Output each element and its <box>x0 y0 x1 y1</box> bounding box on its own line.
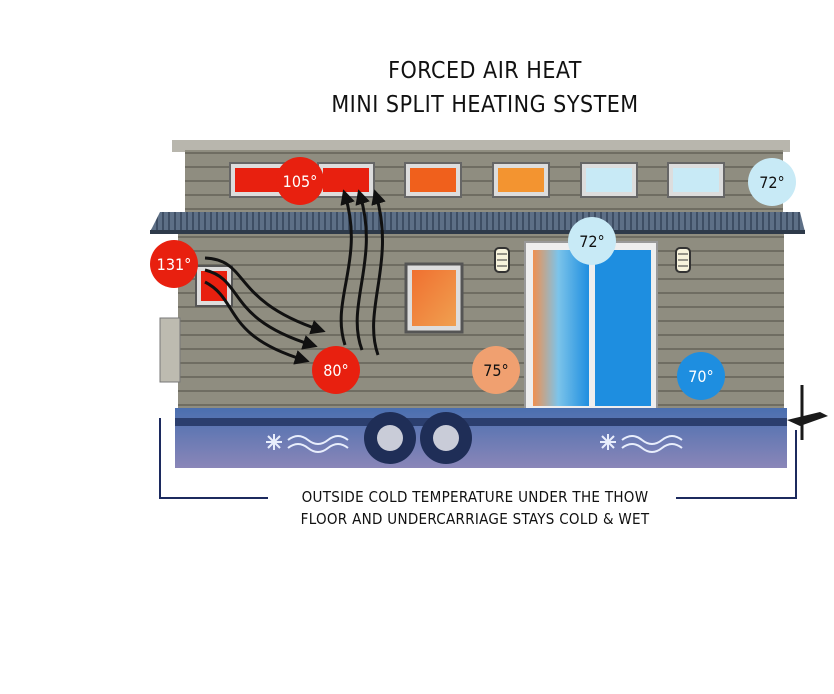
wall-lamp-right <box>675 247 691 273</box>
title-line-2: MINI SPLIT HEATING SYSTEM <box>331 92 639 118</box>
undercarriage <box>175 408 787 468</box>
trailer-hitch <box>787 412 828 426</box>
caption-line-1: OUTSIDE COLD TEMPERATURE UNDER THE THOW <box>301 488 649 506</box>
temp-heater-unit: 131° <box>150 240 198 288</box>
trailer-wheels <box>364 412 472 464</box>
caption-line-2: FLOOR AND UNDERCARRIAGE STAYS COLD & WET <box>300 510 650 528</box>
temp-floor-left: 80° <box>312 346 360 394</box>
airflow-arrows <box>204 189 386 365</box>
snowflake-icon <box>266 434 349 453</box>
temp-door-upper: 72° <box>568 217 616 265</box>
roof-eave-top <box>172 140 790 152</box>
temp-ceiling-right: 72° <box>748 158 796 206</box>
wall-lamp-left <box>494 247 510 273</box>
snowflake-icon <box>600 434 683 453</box>
side-utility-box <box>159 317 181 383</box>
clerestory-windows <box>229 162 725 198</box>
porch-roof <box>150 212 805 232</box>
bracket-right <box>676 430 797 499</box>
temp-middle: 75° <box>472 346 520 394</box>
bracket-left <box>159 418 268 499</box>
title-line-1: FORCED AIR HEAT <box>388 58 582 84</box>
temp-floor-right: 70° <box>677 352 725 400</box>
temp-vent-outlet: 105° <box>276 157 324 205</box>
